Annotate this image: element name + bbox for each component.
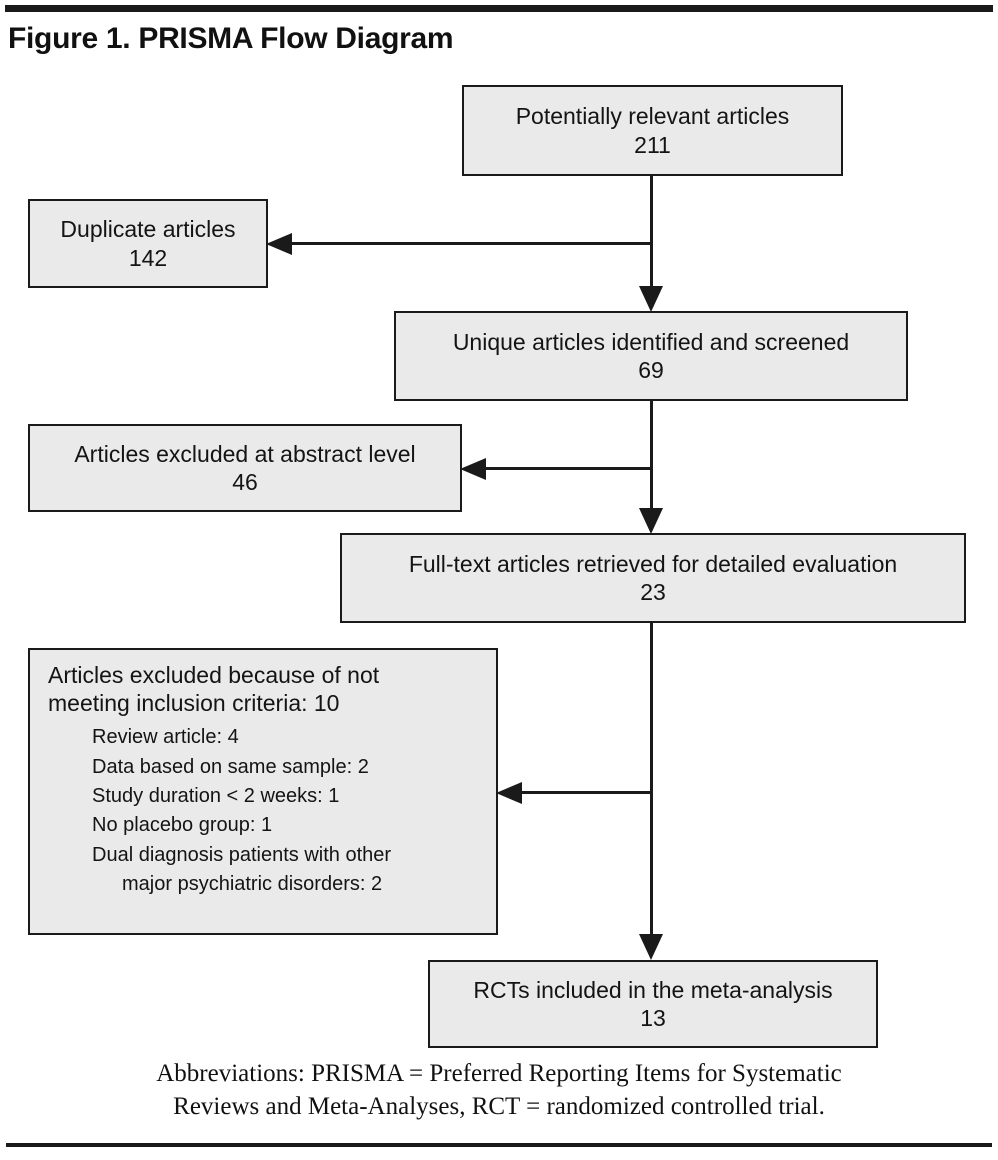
node-label: RCTs included in the meta-analysis: [473, 976, 833, 1003]
reason-text: Review article: 4: [92, 726, 239, 749]
connector-screened-to-abstract-excluded: [484, 467, 652, 470]
arrowhead-into-duplicates: [266, 233, 292, 255]
list-item: Dual diagnosis patients with other major…: [92, 841, 486, 900]
node-unique-articles-screened: Unique articles identified and screened …: [394, 311, 908, 401]
node-label: Duplicate articles: [60, 216, 236, 243]
arrowhead-into-exclusions: [496, 782, 522, 804]
node-rcts-included: RCTs included in the meta-analysis 13: [428, 960, 878, 1048]
exclusion-heading-line-2: meeting inclusion criteria: 10: [48, 689, 340, 716]
node-label: Unique articles identified and screened: [452, 328, 850, 355]
node-count: 211: [634, 131, 671, 158]
node-count: 13: [640, 1005, 666, 1031]
node-articles-excluded-inclusion-criteria: Articles excluded because of not meeting…: [28, 648, 498, 935]
reason-text: No placebo group: 1: [92, 814, 273, 837]
arrowhead-into-included: [639, 934, 663, 960]
node-label: Articles excluded at abstract level: [74, 440, 416, 467]
abbreviations-line-2: Reviews and Meta-Analyses, RCT = randomi…: [173, 1092, 825, 1120]
exclusion-reasons-list: Review article: 4 Data based on same sam…: [48, 723, 486, 899]
list-item: Review article: 4: [92, 723, 486, 752]
list-item: Study duration < 2 weeks: 1: [92, 782, 486, 811]
connector-screened-to-fulltext: [650, 401, 653, 515]
node-articles-excluded-abstract-level: Articles excluded at abstract level 46: [28, 424, 462, 512]
reason-text: Study duration < 2 weeks: 1: [92, 784, 340, 807]
abbreviations-note: Abbreviations: PRISMA = Preferred Report…: [0, 1058, 998, 1123]
node-fulltext-articles-retrieved: Full-text articles retrieved for detaile…: [340, 533, 966, 623]
list-item: No placebo group: 1: [92, 811, 486, 840]
abbreviations-line-1: Abbreviations: PRISMA = Preferred Report…: [156, 1060, 842, 1087]
connector-fulltext-to-exclusions: [520, 791, 652, 794]
node-label: Full-text articles retrieved for detaile…: [408, 550, 898, 577]
arrowhead-into-fulltext: [639, 508, 663, 534]
exclusion-heading-line-1: Articles excluded because of not: [48, 662, 380, 688]
node-count: 69: [638, 357, 664, 383]
top-rule: [5, 5, 993, 12]
node-count: 142: [128, 244, 168, 271]
node-count: 23: [640, 579, 666, 605]
node-potentially-relevant-articles: Potentially relevant articles 211: [462, 85, 843, 176]
page-title: Figure 1. PRISMA Flow Diagram: [8, 22, 454, 55]
reason-text: Dual diagnosis patients with other: [92, 843, 392, 866]
arrowhead-into-abstract-excluded: [460, 458, 486, 480]
bottom-rule: [6, 1143, 992, 1147]
node-count: 46: [232, 469, 258, 495]
node-duplicate-articles: Duplicate articles 142: [28, 199, 268, 288]
node-label: Potentially relevant articles: [515, 103, 790, 130]
arrowhead-into-screened: [639, 286, 663, 312]
list-item: Data based on same sample: 2: [92, 753, 486, 782]
connector-fulltext-to-included: [650, 623, 653, 943]
reason-text: Data based on same sample: 2: [92, 755, 369, 778]
connector-identified-to-screened: [650, 176, 653, 292]
reason-text-continued: major psychiatric disorders: 2: [122, 873, 383, 896]
connector-identified-to-duplicates: [290, 242, 652, 245]
